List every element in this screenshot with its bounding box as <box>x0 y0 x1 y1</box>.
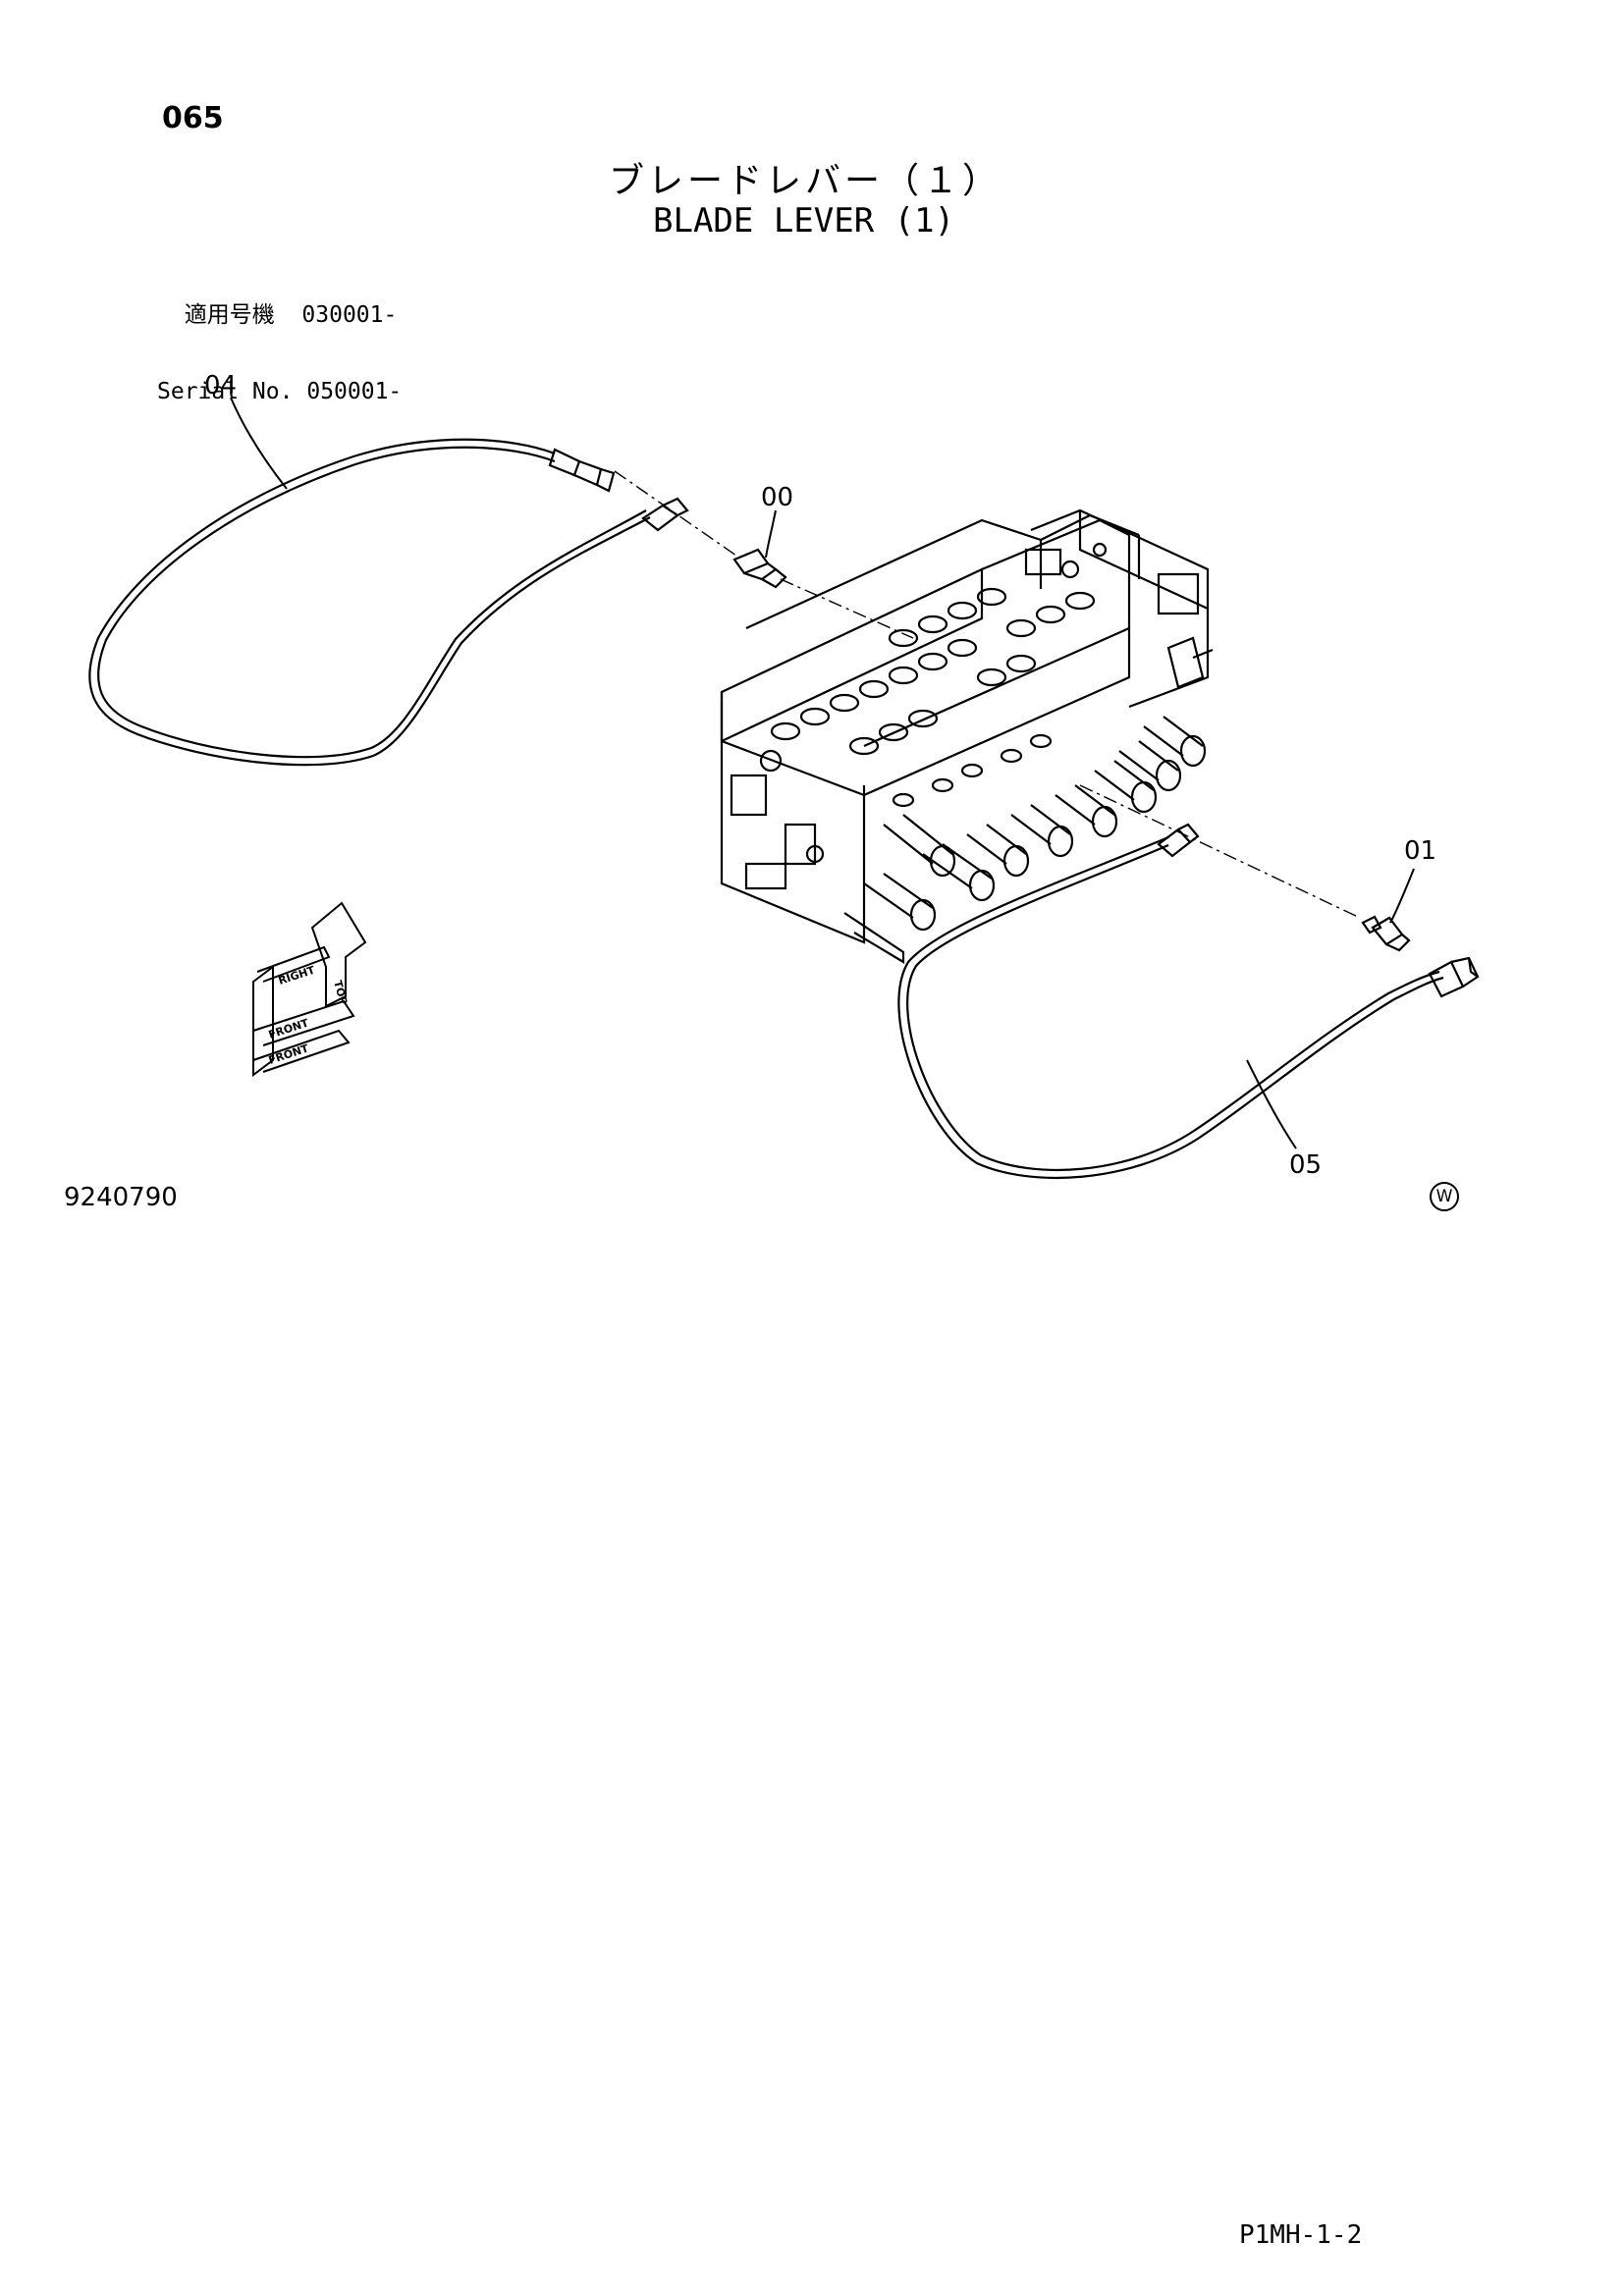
page-reference: P1MH-1-2 <box>1239 2220 1363 2250</box>
drawing-number: 9240790 <box>64 1183 178 1212</box>
serial-block: 適用号機 030001- Serial No. 050001- <box>157 251 402 430</box>
centerline-hose04-adapter00 <box>614 470 737 557</box>
serial-row-jp: 適用号機 030001- <box>157 302 402 328</box>
adapter-00 <box>732 548 787 589</box>
leader-04 <box>230 397 288 490</box>
adapter-01 <box>1361 915 1411 952</box>
w-mark: W <box>1430 1182 1459 1211</box>
serial-row-en: Serial No. 050001- <box>157 379 402 404</box>
leader-01 <box>1389 868 1415 924</box>
callout-00: 00 <box>761 483 794 512</box>
serial-jp-value: 030001- <box>301 302 398 328</box>
centerline-adapter00-valve <box>780 578 914 639</box>
control-valve <box>720 508 1214 964</box>
hose-05 <box>897 823 1480 1180</box>
leader-00 <box>765 509 777 559</box>
orientation-label-top: TOP <box>331 979 350 1005</box>
page-number: 065 <box>162 101 224 135</box>
serial-jp-label: 適用号機 <box>184 302 275 328</box>
callout-01: 01 <box>1404 836 1437 866</box>
leader-05 <box>1246 1059 1297 1149</box>
hose-04 <box>88 438 689 767</box>
callout-05: 05 <box>1289 1150 1323 1180</box>
serial-en-label: Serial No. <box>157 379 294 404</box>
callout-04: 04 <box>204 371 238 400</box>
title-japanese: ブレードレバー（１） <box>609 161 1002 201</box>
title-english: BLADE LEVER (1) <box>653 201 955 240</box>
orientation-label-right: RIGHT <box>277 964 317 988</box>
orientation-symbol <box>252 901 367 1077</box>
centerline-valve-adapter01 <box>1079 784 1361 919</box>
serial-en-value: 050001- <box>306 379 403 404</box>
